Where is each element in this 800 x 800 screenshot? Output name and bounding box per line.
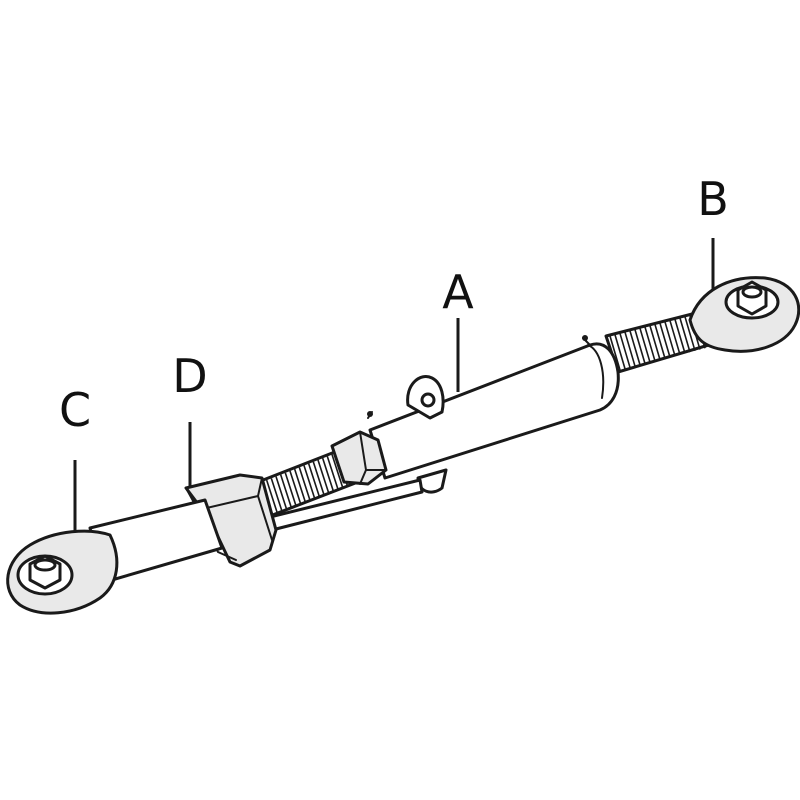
locking-collar-d bbox=[184, 473, 278, 568]
thread-line bbox=[303, 465, 316, 500]
thread-line bbox=[664, 321, 676, 357]
thread-line bbox=[298, 467, 312, 502]
thread-line bbox=[654, 324, 666, 359]
eye-end-c bbox=[6, 529, 119, 615]
thread-line bbox=[326, 456, 340, 491]
thread-line bbox=[639, 328, 651, 363]
right-threaded-rod bbox=[604, 310, 714, 374]
thread-line bbox=[649, 325, 661, 361]
thread-line bbox=[317, 459, 330, 495]
thread-line bbox=[331, 454, 344, 489]
thread-line bbox=[270, 478, 284, 513]
thread-line bbox=[674, 319, 686, 354]
thread-line bbox=[619, 333, 631, 368]
label-b: B bbox=[697, 172, 729, 226]
thread-line bbox=[644, 326, 656, 362]
thread-line bbox=[609, 335, 621, 371]
label-c: C bbox=[59, 383, 91, 437]
barrel-a bbox=[367, 335, 620, 494]
thread-line bbox=[284, 472, 298, 508]
thread-line bbox=[684, 316, 696, 352]
thread-line bbox=[679, 317, 691, 353]
thread-line bbox=[669, 320, 681, 355]
thread-line bbox=[614, 334, 626, 369]
thread-line bbox=[275, 476, 288, 511]
barrel-hex-nut bbox=[330, 430, 388, 486]
thread-line bbox=[321, 457, 335, 493]
thread-line bbox=[312, 461, 326, 497]
label-a: A bbox=[442, 265, 474, 319]
thread-line bbox=[659, 322, 671, 358]
thread-line bbox=[634, 329, 646, 364]
thread-line bbox=[624, 331, 636, 367]
thread-line bbox=[293, 468, 307, 504]
thread-line bbox=[265, 479, 279, 515]
thread-line bbox=[289, 470, 302, 506]
thread-line bbox=[307, 463, 321, 498]
eye-end-b bbox=[688, 276, 800, 353]
thread-line bbox=[629, 330, 641, 366]
thread-line bbox=[279, 474, 293, 509]
label-d: D bbox=[172, 349, 207, 403]
